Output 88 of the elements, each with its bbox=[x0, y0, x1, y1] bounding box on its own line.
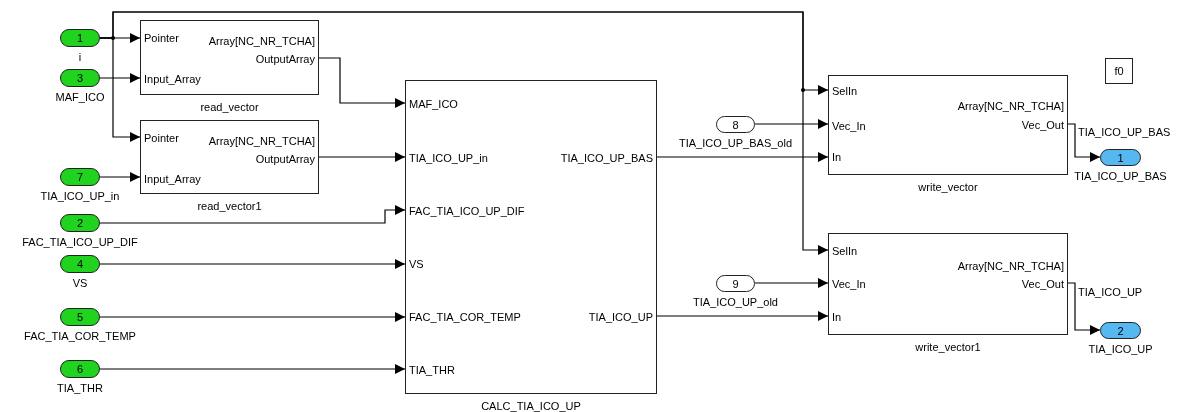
port-label: Vec_Out bbox=[1021, 277, 1064, 291]
block-name-label: VS bbox=[72, 276, 88, 290]
block-name-label: TIA_ICO_UP_BAS bbox=[1074, 169, 1167, 183]
port-label: VS bbox=[409, 257, 424, 271]
port-label: OutputArray bbox=[255, 52, 315, 66]
block-name-label: TIA_THR bbox=[57, 381, 103, 395]
block-name-label: TIA_ICO_UP bbox=[1088, 342, 1153, 356]
port-number: 6 bbox=[76, 363, 84, 375]
port-number: 7 bbox=[76, 171, 84, 183]
block-name-label: FAC_TIA_COR_TEMP bbox=[24, 329, 136, 343]
signal-line bbox=[318, 152, 406, 162]
signal-line bbox=[754, 278, 829, 288]
inport-block bbox=[60, 360, 100, 378]
block-name-label: write_vector bbox=[918, 180, 978, 194]
signal-label: TIA_ICO_UP_BAS bbox=[1078, 125, 1171, 139]
signal-line bbox=[99, 364, 406, 374]
signal-line bbox=[656, 311, 829, 321]
outport-block bbox=[1100, 149, 1141, 166]
port-label: Vec_Out bbox=[1021, 118, 1064, 132]
port-label: SelIn bbox=[832, 244, 858, 258]
block-name-label: i bbox=[78, 50, 82, 64]
port-label: Array[NC_NR_TCHA] bbox=[208, 34, 315, 48]
inport-block bbox=[60, 255, 100, 273]
port-label: Array[NC_NR_TCHA] bbox=[208, 134, 315, 148]
port-label: TIA_ICO_UP_BAS bbox=[560, 151, 653, 165]
port-label: FAC_TIA_ICO_UP_DIF bbox=[409, 204, 525, 218]
signal-label: TIA_ICO_UP bbox=[1078, 285, 1143, 299]
subsystem-block bbox=[140, 20, 319, 95]
inport-block bbox=[60, 69, 100, 87]
port-number: 4 bbox=[76, 258, 84, 270]
signal-line bbox=[1067, 282, 1101, 335]
inport-block bbox=[60, 214, 100, 232]
port-number: 8 bbox=[732, 118, 739, 131]
block-name-label: TIA_ICO_UP_old bbox=[693, 295, 778, 309]
port-label: FAC_TIA_COR_TEMP bbox=[409, 310, 521, 324]
port-label: TIA_ICO_UP bbox=[588, 310, 653, 324]
signal-line bbox=[656, 152, 829, 162]
port-label: MAF_ICO bbox=[409, 97, 458, 111]
outport-block bbox=[1100, 322, 1141, 339]
port-label: Pointer bbox=[144, 131, 179, 145]
port-label: Array[NC_NR_TCHA] bbox=[957, 259, 1064, 273]
signal-line bbox=[318, 57, 406, 108]
signal-line bbox=[99, 172, 141, 182]
inport-block bbox=[60, 29, 100, 47]
block-name-label: write_vector1 bbox=[915, 340, 981, 354]
port-label: Input_Array bbox=[144, 172, 201, 186]
port-number: 1 bbox=[1117, 151, 1124, 164]
subsystem-block bbox=[405, 80, 657, 394]
port-label: Vec_In bbox=[832, 277, 866, 291]
signal-line bbox=[754, 119, 829, 129]
signal-line bbox=[99, 73, 141, 83]
signal-line bbox=[99, 205, 406, 224]
port-number: 2 bbox=[76, 217, 84, 229]
port-label: SelIn bbox=[832, 84, 858, 98]
port-label: Array[NC_NR_TCHA] bbox=[957, 99, 1064, 113]
signal-line bbox=[99, 312, 406, 322]
block-name-label: read_vector bbox=[200, 100, 259, 114]
block-name-label: CALC_TIA_ICO_UP bbox=[481, 399, 581, 412]
port-label: In bbox=[832, 310, 842, 324]
block-name-label: TIA_ICO_UP_BAS_old bbox=[678, 136, 793, 150]
block-name-label: MAF_ICO bbox=[55, 90, 105, 104]
annotation-text: f0 bbox=[1114, 65, 1124, 77]
port-label: Input_Array bbox=[144, 72, 201, 86]
subsystem-block bbox=[828, 75, 1068, 175]
port-label: OutputArray bbox=[255, 152, 315, 166]
subsystem-block bbox=[828, 233, 1068, 335]
port-label: TIA_ICO_UP_in bbox=[409, 151, 488, 165]
annotation-box bbox=[1105, 58, 1133, 84]
signal-line bbox=[1067, 123, 1101, 162]
inport-block bbox=[60, 168, 100, 186]
port-number: 1 bbox=[76, 32, 84, 44]
port-label: Vec_In bbox=[832, 119, 866, 133]
port-number: 5 bbox=[76, 311, 84, 323]
inport-block bbox=[60, 308, 100, 326]
port-label: Pointer bbox=[144, 31, 179, 45]
port-label: TIA_THR bbox=[409, 363, 455, 377]
port-label: In bbox=[832, 150, 842, 164]
port-number: 3 bbox=[76, 72, 84, 84]
signal-line bbox=[99, 259, 406, 269]
block-name-label: read_vector1 bbox=[197, 199, 262, 213]
signal-line bbox=[99, 11, 829, 255]
constant-block bbox=[716, 275, 755, 292]
subsystem-block bbox=[140, 120, 319, 194]
port-number: 9 bbox=[732, 277, 739, 290]
port-number: 2 bbox=[1117, 324, 1124, 337]
block-name-label: TIA_ICO_UP_in bbox=[40, 189, 120, 203]
block-name-label: FAC_TIA_ICO_UP_DIF bbox=[22, 235, 138, 249]
constant-block bbox=[716, 116, 755, 133]
